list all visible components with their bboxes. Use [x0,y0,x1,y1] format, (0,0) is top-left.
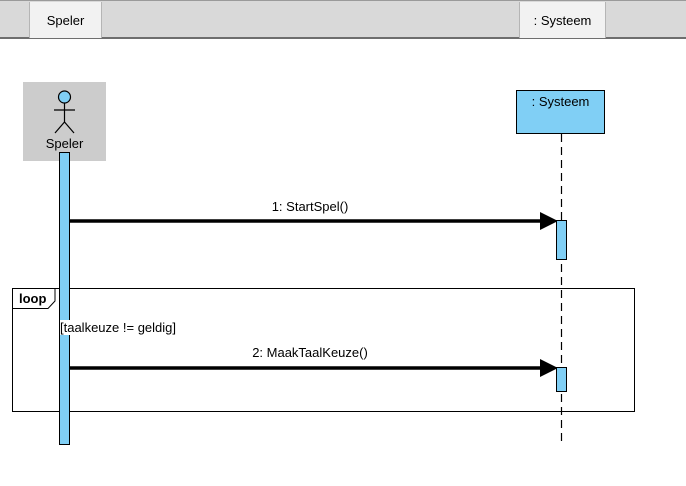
loop-fragment-frame[interactable] [12,288,635,412]
actor-activation-bar[interactable] [59,152,70,445]
loop-operator-label: loop [19,291,47,306]
header-tab-systeem[interactable]: : Systeem [519,2,606,38]
system-lifeline-label: : Systeem [531,94,590,109]
message-arrow-2[interactable] [70,359,558,377]
header-tab-speler[interactable]: Speler [29,2,102,38]
actor-lifeline-label: Speler [45,136,84,151]
message-arrow-1[interactable] [70,212,558,230]
lifeline-header-bar: Speler : Systeem [0,0,686,39]
system-activation-bar-1[interactable] [556,220,567,260]
loop-guard-label: [taalkeuze != geldig] [60,320,176,335]
message-label-2: 2: MaakTaalKeuze() [252,345,368,360]
system-lifeline-head[interactable] [516,90,605,134]
loop-fragment-tab [12,288,56,309]
message-label-1: 1: StartSpel() [271,199,349,214]
actor-icon [54,90,75,134]
system-activation-bar-2[interactable] [556,367,567,392]
